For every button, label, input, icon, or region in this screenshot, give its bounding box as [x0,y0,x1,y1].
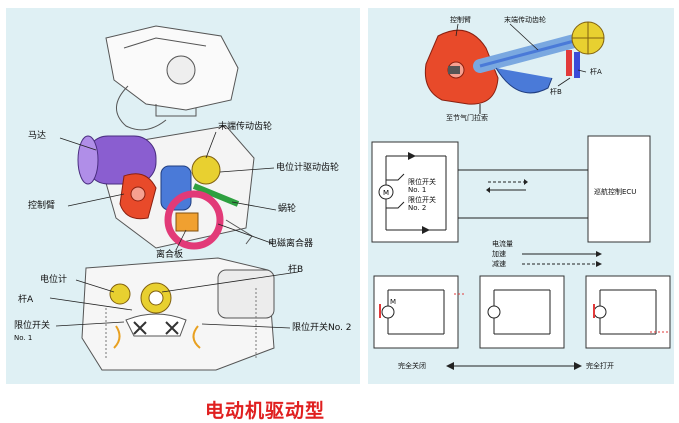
circuit-label-limit-1: 限位开关 [408,178,436,186]
label-pot-gear: 电位计驱动齿轮 [276,163,340,173]
label-limit-switch-1: 限位开关 [14,321,51,331]
legend-title: 电流量 [492,240,513,248]
circuit-diagram: M [371,135,651,243]
label-lever-b: 杆B [288,265,304,275]
label-potentiometer: 电位计 [40,275,68,285]
final-gear-shape [191,155,221,185]
state-fully-closed [373,275,464,349]
state-fully-open [585,275,671,349]
label-lever-a: 杆A [18,295,34,305]
ecu-box [587,135,651,243]
mech-label-lever-a: 杆A [590,68,602,76]
ecu-label: 巡航控制ECU [594,188,637,196]
leader-lines [49,131,299,329]
state-closed-motor-symbol: M [390,298,397,306]
mech-label-lever-b: 杆B [550,88,562,96]
legend-accel: 加速 [492,250,506,258]
actuator-housing-top [105,25,239,131]
potentiometer-shape [109,283,131,305]
label-clutch: 电磁离合器 [268,239,314,249]
label-final-gear: 末端传动齿轮 [218,122,273,132]
range-arrow [446,362,582,370]
switch-states [373,275,671,349]
label-clutch-plate: 离合板 [156,250,184,260]
mech-label-throttle-cable: 至节气门拉索 [446,114,488,122]
circuit-label-limit-2: 限位开关 [408,196,436,204]
actuator-illustration [49,25,299,371]
legend-lines [522,251,602,267]
label-control-arm: 控制臂 [28,201,56,211]
label-motor: 马达 [28,131,47,141]
mech-label-final-gear: 末端传动齿轮 [504,16,546,24]
label-limit-switch-1-no: No. 1 [14,334,33,342]
label-fully-closed: 完全关闭 [398,362,426,370]
legend-decel: 减速 [492,260,506,268]
worm-shape [192,183,240,207]
circuit-label-limit-1-no: No. 1 [408,186,427,194]
right-panel: 控制臂 末端传动齿轮 杆A 杆B 至节气门拉索 M 限位开关 No. 1 限位开… [368,8,674,384]
left-panel: 马达 末端传动齿轮 电位计驱动齿轮 控制臂 蜗轮 电磁离合器 离合板 杆B 电位… [6,8,360,384]
state-middle [479,275,565,349]
label-fully-open: 完全打开 [586,362,614,370]
mechanism-illustration [424,21,605,114]
label-worm: 蜗轮 [278,204,297,214]
circuit-motor-symbol: M [383,189,389,197]
mech-label-control-arm: 控制臂 [450,16,471,24]
label-limit-switch-2: 限位开关No. 2 [292,323,352,333]
circuit-motor [378,184,394,200]
circuit-label-limit-2-no: No. 2 [408,204,427,212]
actuator-bottom [81,257,275,371]
figure-caption: 电动机驱动型 [205,400,326,422]
clutch-shape [164,190,224,250]
actuator-main [77,125,255,250]
